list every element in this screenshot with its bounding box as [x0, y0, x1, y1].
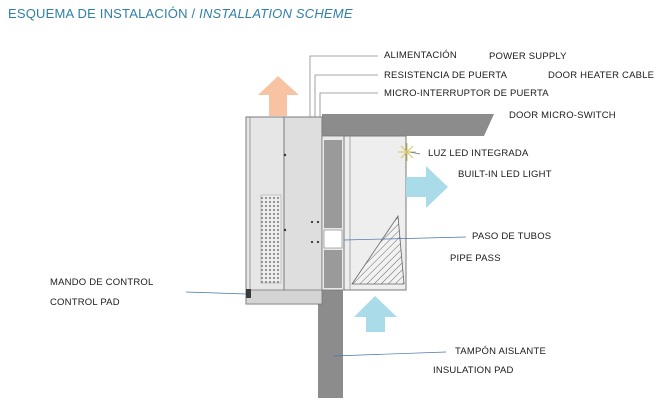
pipe-pass	[323, 229, 343, 249]
cold-air-out-arrow-icon	[406, 166, 448, 208]
title-en: INSTALLATION SCHEME	[199, 6, 353, 21]
label-insulation: INSULATION PAD	[433, 365, 514, 376]
leader-lines	[309, 55, 378, 117]
title-separator: /	[191, 6, 196, 21]
pointer-lines	[185, 151, 467, 357]
control-pad	[246, 289, 251, 298]
label-control-pad: CONTROL PAD	[50, 297, 120, 308]
label-pipe-pass: PIPE PASS	[450, 253, 501, 264]
ventilation-grille	[260, 194, 282, 284]
label-led-light: BUILT-IN LED LIGHT	[458, 169, 552, 180]
condensing-unit	[245, 116, 323, 305]
hot-air-arrow-icon	[258, 76, 299, 116]
label-paso-tubos: PASO DE TUBOS	[472, 231, 552, 242]
label-door-micro: DOOR MICRO-SWITCH	[509, 110, 616, 121]
diagram-title: ESQUEMA DE INSTALACIÓN / INSTALLATION SC…	[8, 6, 353, 21]
label-resistencia: RESISTENCIA DE PUERTA	[384, 70, 508, 81]
evaporator-coil	[351, 214, 405, 285]
wall-panel	[322, 114, 494, 136]
through-wall-section	[310, 135, 345, 291]
led-sparkle-icon	[398, 143, 416, 161]
title-es: ESQUEMA DE INSTALACIÓN	[8, 6, 188, 21]
label-alimentacion: ALIMENTACIÓN	[384, 50, 457, 61]
label-door-heater: DOOR HEATER CABLE	[548, 70, 655, 81]
label-power-supply: POWER SUPPLY	[489, 51, 567, 62]
cold-air-in-arrow-icon	[354, 296, 397, 332]
evaporator-unit	[343, 135, 407, 291]
label-tampon: TAMPÓN AISLANTE	[455, 346, 546, 357]
label-micro-interruptor: MICRO-INTERRUPTOR DE PUERTA	[384, 88, 549, 99]
label-mando: MANDO DE CONTROL	[50, 277, 154, 288]
label-luz-led: LUZ LED INTEGRADA	[428, 148, 529, 159]
insulation-pad	[318, 290, 343, 398]
